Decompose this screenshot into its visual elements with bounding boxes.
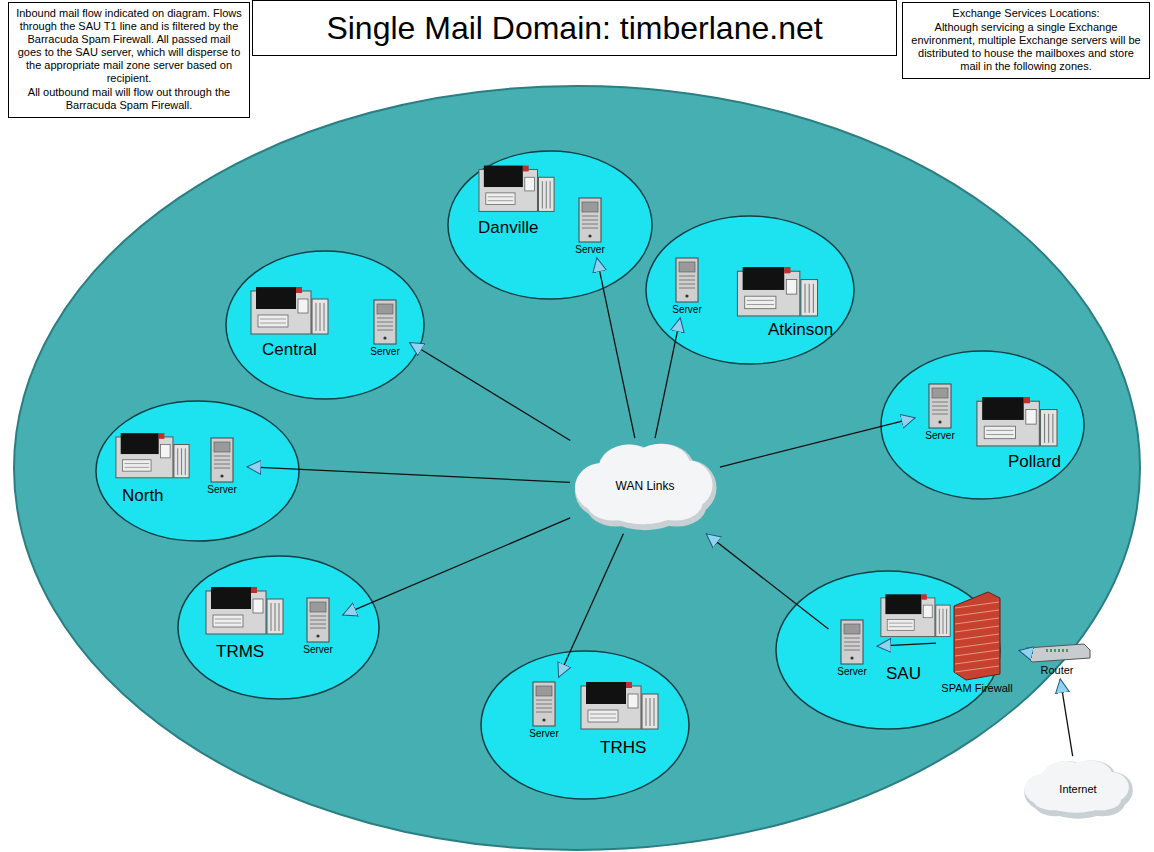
zone-name: SAU [886, 664, 921, 684]
note-text: All outbound mail will flow out through … [15, 86, 243, 112]
node-label: Server [918, 430, 962, 441]
server-node: Server [665, 256, 709, 315]
server-node: Server [568, 196, 612, 255]
mail-flow-link [1060, 679, 1072, 756]
computer-icon [251, 287, 328, 334]
zone-name: TRMS [216, 642, 264, 662]
mail-flow-link [1019, 650, 1020, 652]
note-box: Inbound mail flow indicated on diagram. … [8, 2, 250, 118]
computer-icon [977, 397, 1057, 446]
computer-icon [116, 433, 189, 478]
server-node: Server [522, 680, 566, 739]
mail-flow-link [720, 418, 915, 467]
zone-ellipse [178, 556, 379, 699]
site-zone: DanvilleServer [447, 150, 653, 300]
zone-outline [447, 150, 653, 300]
computer-icon [881, 594, 950, 636]
node-label: Server [522, 728, 566, 739]
note-text: Exchange Services Locations: [909, 7, 1143, 20]
zone-name: Pollard [1008, 452, 1061, 472]
node-label: Internet [1059, 783, 1096, 795]
mail-flow-link [559, 534, 624, 677]
note-box: Exchange Services Locations:Although ser… [902, 2, 1150, 79]
mail-flow-link [343, 518, 570, 615]
node-label: Server [568, 244, 612, 255]
diagram-title: Single Mail Domain: timberlane.net [326, 10, 822, 47]
server-node: Server [296, 596, 340, 655]
computer-icon [737, 267, 817, 316]
mail-flow-link [597, 258, 635, 438]
zone-name: Central [262, 340, 317, 360]
node-label: Server [296, 644, 340, 655]
node-label: Server [665, 304, 709, 315]
title-box: Single Mail Domain: timberlane.net [252, 0, 897, 56]
zone-name: North [122, 486, 164, 506]
mail-flow-link [706, 534, 828, 629]
router-node: Router [1022, 642, 1092, 676]
server-icon [665, 256, 709, 304]
site-zone: SAUServerSPAM Firewall [775, 570, 1001, 730]
zone-ellipse [226, 251, 424, 399]
server-node: Server [830, 618, 874, 677]
zone-ellipse [776, 571, 1000, 729]
network-cloud: WAN Links [572, 440, 718, 532]
computer-icon [581, 682, 658, 729]
node-label: Server [830, 666, 874, 677]
note-text: Although servicing a single Exchange env… [909, 21, 1143, 73]
zone-name: Danville [478, 218, 538, 238]
server-icon [568, 196, 612, 244]
node-label: Server [363, 346, 407, 357]
server-icon [363, 298, 407, 346]
zone-name: TRHS [600, 738, 646, 758]
zone-ellipse [448, 151, 652, 299]
server-node: Server [918, 382, 962, 441]
spam-firewall: SPAM Firewall [938, 588, 1016, 694]
server-icon [918, 382, 962, 430]
router-icon [1022, 642, 1092, 664]
zone-ellipse [96, 401, 299, 541]
server-node: Server [200, 436, 244, 495]
computer-icon [206, 587, 283, 634]
note-text: Inbound mail flow indicated on diagram. … [15, 7, 243, 85]
server-icon [200, 436, 244, 484]
zone-ellipse [881, 351, 1084, 499]
mail-flow-link [410, 342, 571, 440]
node-label: Server [200, 484, 244, 495]
mail-flow-link [655, 318, 680, 438]
server-icon [522, 680, 566, 728]
node-label: SPAM Firewall [938, 682, 1016, 694]
mail-flow-link [877, 643, 936, 646]
computer-icon [479, 166, 554, 212]
zone-ellipse [481, 651, 689, 799]
zone-ellipse [646, 216, 854, 364]
zone-name: Atkinson [768, 320, 833, 340]
node-label: WAN Links [616, 479, 675, 493]
network-cloud: Internet [1022, 758, 1134, 820]
domain-ellipse [14, 86, 1140, 850]
server-icon [296, 596, 340, 644]
server-node: Server [363, 298, 407, 357]
node-label: Router [1022, 664, 1092, 676]
server-icon [830, 618, 874, 666]
mail-flow-link [247, 467, 570, 483]
